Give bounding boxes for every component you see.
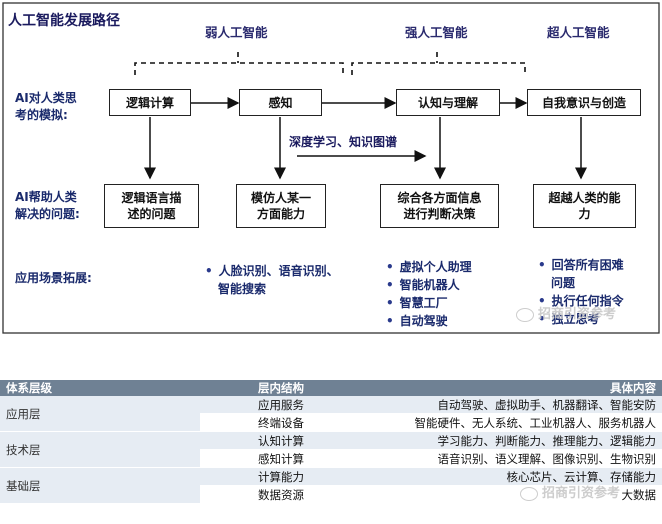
diagram-frame [2,2,660,334]
content-cell: 智能硬件、无人系统、工业机器人、服务机器人 [362,413,662,432]
table-row: 数据资源 大数据 [0,485,662,504]
box-cognition: 认知与理解 [396,89,500,116]
box-self-awareness: 自我意识与创造 [527,89,641,116]
table-row: 应用层 应用服务 自动驾驶、虚拟助手、机器翻译、智能安防 [0,396,662,432]
box-logic-language: 逻辑语言描述的问题 [104,184,199,228]
box-logic-computation: 逻辑计算 [109,89,191,116]
box-imitate-ability: 模仿人某一方面能力 [236,184,326,228]
apps-weak-ai-list: •人脸识别、语音识别、 智能搜索 [205,264,339,296]
header-structure: 层内结构 [200,380,362,396]
header-content: 具体内容 [362,380,662,396]
level-cell-application: 应用层 [0,396,200,432]
diagram-lines [2,2,660,334]
vertical-arrows [144,117,587,180]
content-cell: 大数据 [362,485,662,504]
content-cell: 语音识别、语义理解、图像识别、生物识别 [362,449,662,468]
content-cell: 学习能力、判断能力、推理能力、逻辑能力 [362,431,662,450]
structure-cell: 终端设备 [200,413,362,432]
table-header-row: 体系层级 层内结构 具体内容 [0,380,662,396]
content-cell: 核心芯片、云计算、存储能力 [362,467,662,486]
table-row: 终端设备 智能硬件、无人系统、工业机器人、服务机器人 [0,413,662,432]
structure-cell: 感知计算 [200,449,362,468]
wechat-icon [516,307,534,322]
level-strong-ai: 强人工智能 [405,25,468,40]
level-cell-foundation: 基础层 [0,467,200,504]
box-beyond-human: 超越人类的能力 [533,184,636,228]
middle-label: 深度学习、知识图谱 [289,135,398,149]
ai-architecture-table: 体系层级 层内结构 具体内容 应用层 应用服务 自动驾驶、虚拟助手、机器翻译、智… [0,380,662,524]
row-label-simulate: AI对人类思 考的模拟: [15,91,77,122]
table-row: 技术层 认知计算 学习能力、判断能力、推理能力、逻辑能力 [0,431,662,468]
level-cell-technology: 技术层 [0,431,200,468]
diagram-title: 人工智能发展路径 [8,13,120,29]
row-label-apps: 应用场景拓展: [15,271,92,285]
apps-super-ai-list: •回答所有困难 问题 •执行任何指令 •独立思考 [538,258,624,326]
level-super-ai: 超人工智能 [547,25,610,40]
header-level: 体系层级 [0,380,200,396]
structure-cell: 计算能力 [200,467,362,486]
table-row: 感知计算 语音识别、语义理解、图像识别、生物识别 [0,449,662,468]
structure-cell: 应用服务 [200,396,362,414]
structure-cell: 认知计算 [200,431,362,450]
ai-development-path-diagram: 人工智能发展路径 弱人工智能 强人工智能 超人工智能 AI对人类思 考的模拟: … [2,2,660,334]
apps-strong-ai-list: •虚拟个人助理 •智能机器人 •智慧工厂 •自动驾驶 [386,260,472,328]
row-label-solve: AI帮助人类 解决的问题: [15,190,80,221]
table-watermark: 招商引资参考 [520,482,620,501]
level-weak-ai: 弱人工智能 [205,25,268,40]
level-brackets [134,52,526,75]
content-cell: 自动驾驶、虚拟助手、机器翻译、智能安防 [362,396,662,414]
wechat-icon [520,486,538,501]
diagram-watermark: 招商引资参考 [516,303,616,322]
structure-cell: 数据资源 [200,485,362,504]
table-row: 基础层 计算能力 核心芯片、云计算、存储能力 [0,467,662,504]
box-comprehensive-decision: 综合各方面信息进行判断决策 [380,184,499,228]
box-perception: 感知 [239,89,322,116]
